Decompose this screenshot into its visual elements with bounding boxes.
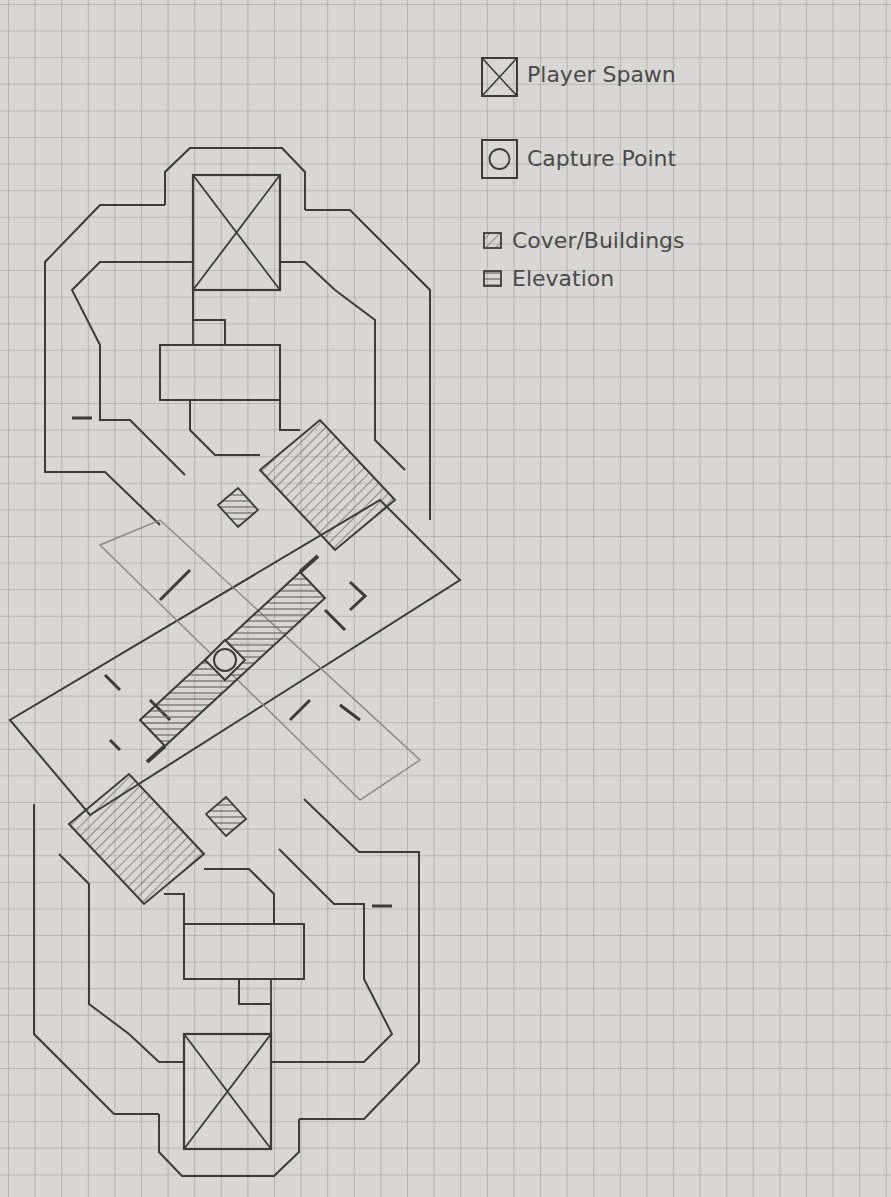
legend-spawn-sample bbox=[482, 58, 517, 96]
legend-spawn-sample bbox=[482, 58, 517, 96]
legend-cover-sample bbox=[484, 233, 501, 248]
legend-label: Capture Point bbox=[527, 147, 676, 171]
legend-label: Player Spawn bbox=[527, 63, 676, 87]
low-wall bbox=[105, 570, 365, 750]
legend-capture-sample bbox=[482, 140, 517, 178]
ladder bbox=[300, 556, 318, 572]
capture-point bbox=[214, 649, 236, 671]
ladder bbox=[147, 746, 165, 762]
map-south-half bbox=[34, 774, 419, 1176]
legend-capture-sample bbox=[490, 149, 510, 169]
map-north-half bbox=[45, 148, 430, 550]
legend-elevation-sample bbox=[484, 271, 501, 286]
legend-label: Cover/Buildings bbox=[512, 229, 685, 253]
capture-point-pad bbox=[205, 640, 245, 680]
center-plaza bbox=[10, 500, 460, 815]
legend-label: Elevation bbox=[512, 267, 614, 291]
center-cross-lane bbox=[100, 520, 420, 800]
elevated-walkway bbox=[140, 572, 325, 746]
